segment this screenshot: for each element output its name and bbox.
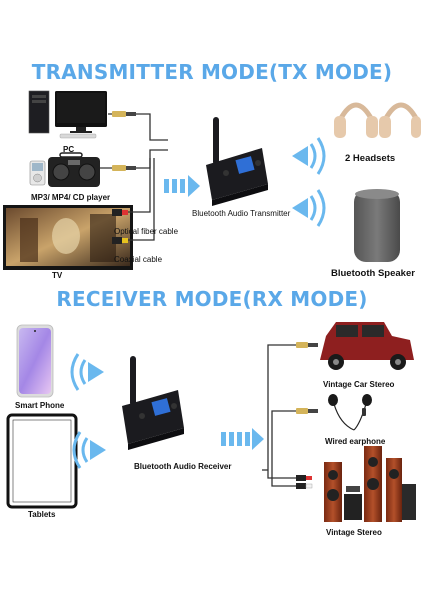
- headsets-label: 2 Headsets: [345, 153, 396, 164]
- pc-label: PC: [63, 145, 75, 154]
- bluetooth-speaker-icon: [354, 189, 400, 262]
- tx-connectors: [112, 111, 136, 244]
- rx-output-arrow: [221, 428, 264, 450]
- mp3-cd-player-label: MP3/ MP4/ CD player: [31, 193, 111, 202]
- rx-phone-waves: [70, 353, 104, 391]
- bluetooth-transmitter-device: [206, 117, 268, 206]
- tx-signal-waves: [292, 137, 326, 227]
- optical-fiber-cable-label: Optical fiber cable: [114, 227, 179, 236]
- tx-mode-heading: TRANSMITTER MODE(TX MODE): [31, 60, 393, 84]
- vintage-car-stereo-label: Vintage Car Stereo: [323, 380, 395, 389]
- smart-phone-label: Smart Phone: [15, 401, 65, 410]
- wired-earphone-label: Wired earphone: [325, 437, 386, 446]
- tv-label: TV: [52, 271, 63, 280]
- bluetooth-receiver-device: [122, 356, 184, 450]
- rx-tablet-waves: [72, 431, 106, 469]
- rx-connectors: [296, 342, 318, 489]
- tablet-icon: [6, 413, 78, 509]
- bluetooth-speaker-label: Bluetooth Speaker: [331, 268, 415, 279]
- headset-icon-right: [379, 102, 421, 138]
- mp3-cd-player-icon: [29, 152, 100, 187]
- transmitter-device-label: Bluetooth Audio Transmitter: [192, 209, 291, 218]
- tablets-label: Tablets: [28, 510, 56, 519]
- rx-mode-heading: RECEIVER MODE(RX MODE): [56, 287, 368, 311]
- receiver-device-label: Bluetooth Audio Receiver: [134, 462, 232, 471]
- tx-input-arrow: [164, 175, 200, 197]
- wired-earphone-icon: [328, 394, 372, 431]
- rx-output-cables: [262, 344, 296, 487]
- headset-icon-left: [334, 102, 378, 138]
- vintage-stereo-label: Vintage Stereo: [326, 528, 382, 537]
- vintage-stereo-icon: [324, 446, 416, 522]
- tv-icon: [3, 205, 133, 270]
- coaxial-cable-label: Coaxial cable: [114, 255, 163, 264]
- vintage-car-icon: [320, 322, 414, 370]
- pc-icon: [28, 90, 107, 139]
- smart-phone-icon: [16, 324, 54, 398]
